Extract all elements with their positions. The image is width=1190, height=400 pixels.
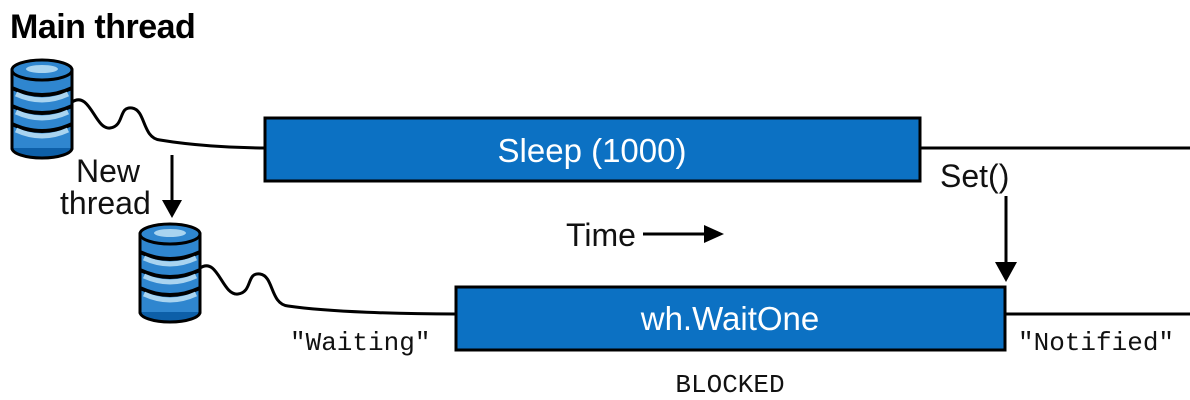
notified-state-label: "Notified"	[1018, 328, 1174, 358]
new-thread-line	[199, 264, 457, 316]
main-thread-line	[71, 98, 267, 150]
new-thread-label-line2: thread	[60, 185, 151, 221]
new-thread-arrow-down-icon	[162, 155, 182, 218]
main-thread-spool-icon	[10, 58, 74, 160]
set-call-label: Set()	[940, 158, 1009, 194]
waiting-state-label: "Waiting"	[290, 328, 430, 358]
sleep-box-label: Sleep (1000)	[498, 132, 687, 169]
time-arrow-right-icon	[643, 225, 724, 243]
sleep-box	[263, 116, 922, 183]
new-thread-spool-icon	[138, 222, 202, 324]
diagram-title: Main thread	[10, 8, 195, 46]
blocked-state-label: BLOCKED	[675, 370, 784, 400]
new-thread-label-line1: New	[76, 153, 141, 189]
time-label: Time	[566, 217, 636, 253]
waitone-box	[454, 285, 1007, 352]
set-arrow-down-icon	[995, 196, 1017, 282]
waitone-box-label: wh.WaitOne	[640, 300, 820, 337]
